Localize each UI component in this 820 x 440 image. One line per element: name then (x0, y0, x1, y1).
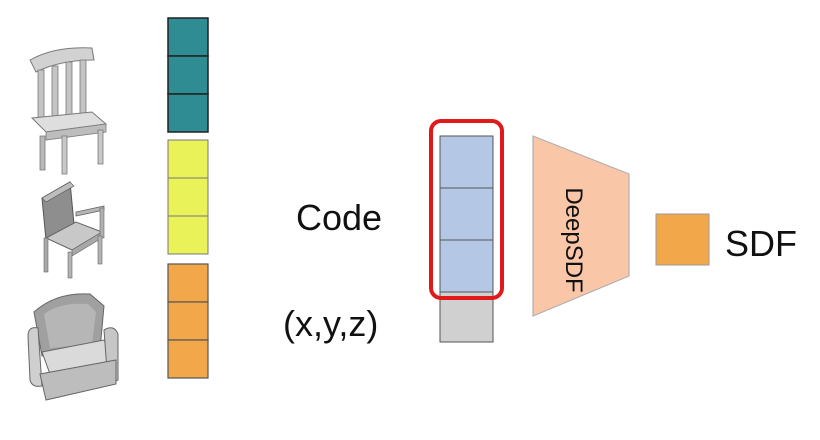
code-cell (167, 93, 209, 133)
code-cell (167, 339, 209, 379)
chair-icon-armchair-padded (27, 293, 119, 401)
input-code-cell (439, 135, 494, 189)
input-xyz-cell (439, 291, 494, 343)
code-cell (167, 139, 209, 179)
input-vector (439, 135, 494, 343)
deepsdf-network: DeepSDF (532, 135, 630, 317)
code-cell (167, 263, 209, 303)
code-cell (167, 215, 209, 255)
code-label: Code (296, 197, 382, 238)
code-highlight-box (429, 119, 504, 300)
code-cell (167, 177, 209, 217)
sdf-output-cell (655, 213, 710, 266)
code-cell (167, 55, 209, 95)
latent-code-column-1 (167, 17, 209, 133)
chair-icon-armchair-thin (41, 181, 105, 279)
xyz-label: (x,y,z) (283, 303, 378, 344)
input-code-cell (439, 187, 494, 241)
input-code-cell (439, 239, 494, 293)
sdf-label: SDF (725, 223, 797, 264)
network-trapezoid (532, 135, 630, 317)
code-cell (167, 17, 209, 57)
network-label: DeepSDF (560, 187, 587, 292)
latent-code-column-3 (167, 263, 209, 379)
chair-icon-windsor (29, 47, 108, 175)
code-cell (167, 301, 209, 341)
latent-code-column-2 (167, 139, 209, 255)
